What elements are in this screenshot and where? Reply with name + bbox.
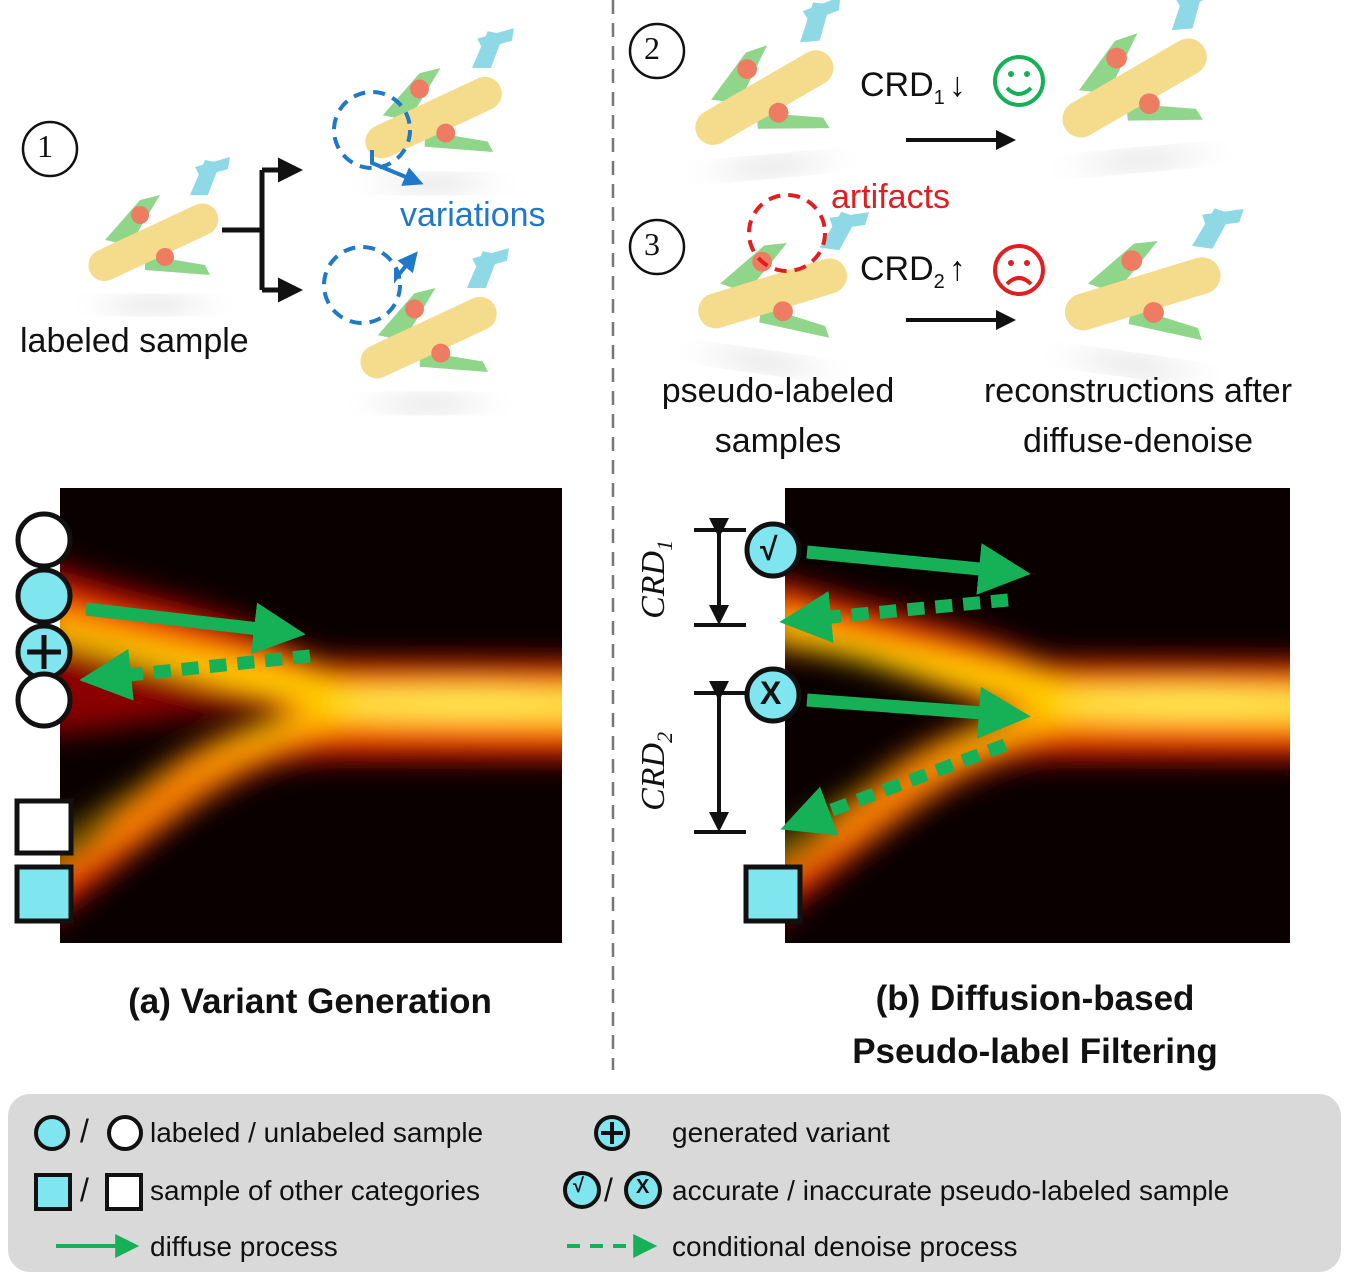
heatmap-a	[60, 488, 562, 943]
unlabeled-sample-circle	[15, 511, 73, 569]
unlabeled-sample-circle-2	[15, 671, 73, 729]
branch-bracket	[222, 170, 265, 290]
check-symbol: √	[760, 531, 778, 567]
other-category-square-cyan-b	[743, 864, 803, 924]
variant-airplane-bottom	[355, 248, 509, 409]
heatmap-b	[785, 488, 1290, 943]
labeled-airplane	[83, 157, 230, 311]
step-1-number: 1	[37, 128, 53, 164]
sad-face-icon	[993, 244, 1045, 296]
diffuse-arrow-b1	[806, 543, 1031, 595]
legend-cross-symbol: X	[636, 1176, 650, 1198]
diffuse-arrow-b2	[806, 686, 1031, 739]
pseudo-airplane-accurate	[679, 0, 855, 179]
accurate-pseudo-label-circle	[744, 521, 802, 579]
crd2-label: CRD2↑	[860, 250, 966, 293]
step-2-circle	[628, 22, 686, 80]
step-1-circle	[21, 120, 79, 178]
legend-accurate-text: accurate / inaccurate pseudo-labeled sam…	[672, 1175, 1230, 1206]
recon-airplane-artifact	[1052, 185, 1244, 383]
legend-slash-3: /	[604, 1172, 613, 1208]
other-category-square-white	[14, 798, 74, 856]
legend-diffuse-text: diffuse process	[150, 1231, 338, 1262]
pseudo-airplane-artifact	[686, 190, 869, 380]
labeled-sample-label: labeled sample	[20, 322, 249, 360]
step-3-number: 3	[644, 226, 660, 262]
denoise-arrow-a	[79, 648, 311, 701]
diffuse-arrow-a	[85, 602, 306, 655]
crd2-axis-label: CRD2	[635, 731, 677, 811]
legend-other-categories-text: sample of other categories	[150, 1175, 480, 1206]
step-2-number: 2	[644, 30, 660, 66]
step-3-circle	[628, 218, 686, 276]
variations-label: variations	[400, 196, 546, 234]
crd1-axis-label: CRD1	[635, 539, 677, 619]
other-category-square-cyan	[14, 864, 74, 924]
legend-labeled-unlabeled-text: labeled / unlabeled sample	[150, 1117, 484, 1148]
artifacts-label: artifacts	[831, 178, 951, 216]
variation-circle-bottom	[322, 245, 402, 325]
variation-circle-top	[332, 90, 412, 170]
cross-symbol: X	[760, 675, 782, 711]
legend-slash-2: /	[80, 1172, 89, 1208]
legend-check-symbol: √	[573, 1175, 584, 1197]
denoise-arrow-b1	[779, 591, 1009, 643]
panel-a-markers	[14, 511, 74, 924]
crd1-label: CRD1↓	[860, 66, 966, 109]
legend-panel	[8, 1094, 1341, 1272]
labeled-sample-circle	[15, 567, 73, 625]
legend-slash-1: /	[80, 1113, 89, 1149]
denoise-arrow-b2	[780, 738, 1008, 836]
recon-airplane-accurate	[1046, 0, 1230, 173]
inaccurate-pseudo-label-circle	[744, 666, 802, 724]
happy-face-icon	[993, 55, 1045, 107]
legend-denoise-text: conditional denoise process	[672, 1231, 1018, 1262]
artifact-circle	[747, 193, 827, 273]
panel-b-markers	[694, 518, 803, 924]
legend-generated-variant-text: generated variant	[672, 1117, 890, 1148]
panel-a-caption: (a) Variant Generation	[128, 982, 492, 1021]
